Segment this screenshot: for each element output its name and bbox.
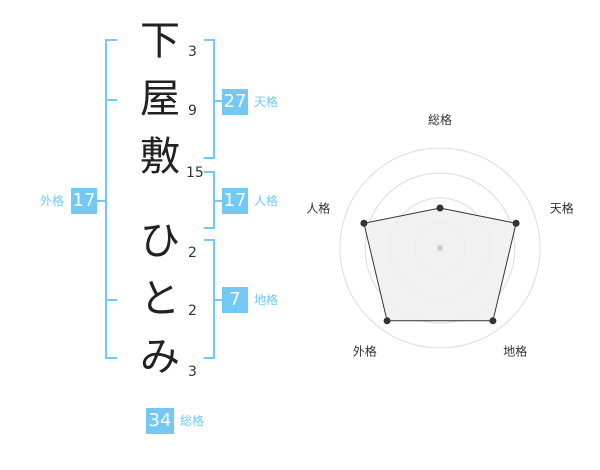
radar-axis-label-1: 総格: [428, 112, 452, 127]
gaikaku-value-badge: 17: [71, 188, 97, 214]
stroke-count-4: 2: [188, 245, 197, 261]
radar-axis-label-5: 人格: [306, 200, 330, 215]
radar-center-dot: [437, 245, 443, 251]
stroke-count-2: 9: [188, 103, 197, 119]
radar-point-3: [489, 317, 497, 325]
soukaku-label: 総格: [180, 414, 205, 428]
tenkaku-bracket: [204, 39, 215, 159]
radar-axis-label-4: 外格: [353, 344, 377, 359]
tenkaku-value-badge: 27: [222, 89, 248, 115]
radar-axis-label-3: 地格: [503, 344, 527, 359]
radar-point-4: [383, 317, 391, 325]
jinkaku-value-badge: 17: [222, 188, 248, 214]
name-char-6: み: [140, 334, 180, 380]
name-char-2: 屋: [140, 76, 180, 122]
tenkaku-label: 天格: [254, 95, 279, 109]
jinkaku-label: 人格: [254, 194, 279, 208]
radar-point-2: [512, 219, 520, 227]
chikaku-value-badge: 7: [222, 287, 248, 313]
radar-point-5: [360, 219, 368, 227]
soukaku-value-badge: 34: [146, 408, 174, 434]
name-char-3: 敷: [140, 134, 180, 180]
name-char-4: ひ: [140, 218, 180, 264]
radar-area: [363, 207, 517, 322]
gaikaku-label: 外格: [40, 194, 65, 208]
stroke-count-6: 3: [188, 364, 197, 380]
stroke-count-3: 15: [186, 165, 204, 181]
stroke-count-1: 3: [188, 44, 197, 60]
chikaku-label: 地格: [254, 293, 279, 307]
radar-point-1: [436, 204, 444, 212]
name-char-5: と: [140, 276, 180, 322]
radar-ring-3: [364, 172, 516, 324]
gaikaku-bracket: [105, 39, 117, 359]
name-char-1: 下: [140, 18, 180, 64]
radar-ring-4: [339, 147, 541, 349]
radar-axis-label-2: 天格: [550, 200, 574, 215]
stroke-count-5: 2: [188, 303, 197, 319]
